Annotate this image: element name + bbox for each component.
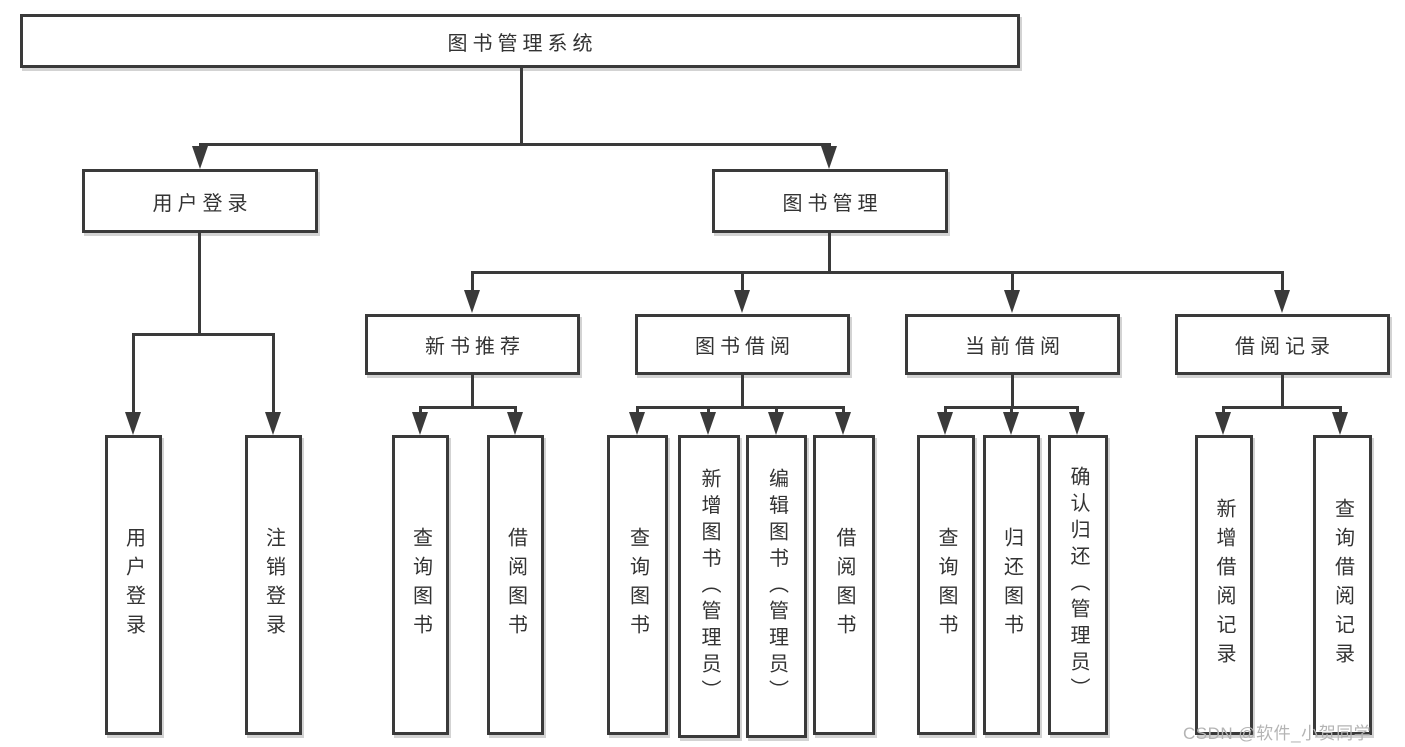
arrow-down-icon	[835, 412, 851, 435]
leaf-edit-book-admin: 编辑图书（管理员）	[746, 435, 807, 738]
node-book-borrow-label: 图书借阅	[695, 336, 795, 358]
connector-line	[1222, 406, 1225, 414]
connector-line	[775, 406, 778, 414]
leaf-query-books-rec: 查询图书	[392, 435, 449, 735]
leaf-query-books-borrow: 查询图书	[607, 435, 668, 735]
connector-line	[1281, 375, 1284, 409]
node-borrow-records: 借阅记录	[1175, 314, 1390, 375]
arrow-down-icon	[507, 412, 523, 435]
node-current-borrow: 当前借阅	[905, 314, 1120, 375]
leaf-label: 借阅图书	[504, 527, 527, 643]
leaf-user-login: 用户登录	[105, 435, 162, 735]
leaf-label: 查询图书	[409, 527, 432, 643]
arrow-down-icon	[412, 412, 428, 435]
leaf-return-books: 归还图书	[983, 435, 1040, 735]
arrow-down-icon	[700, 412, 716, 435]
leaf-label: 归还图书	[1000, 527, 1023, 643]
leaf-label: 查询图书	[935, 527, 957, 643]
arrow-down-icon	[937, 412, 953, 435]
leaf-logout: 注销登录	[245, 435, 302, 735]
leaf-add-book-admin: 新增图书（管理员）	[678, 435, 740, 738]
leaf-query-borrow-record: 查询借阅记录	[1313, 435, 1372, 735]
connector-line	[636, 406, 639, 414]
connector-line	[707, 406, 710, 414]
connector-line	[1076, 406, 1079, 414]
arrow-down-icon	[1069, 412, 1085, 435]
node-book-mgmt-label: 图书管理	[782, 192, 883, 215]
leaf-label: 借阅图书	[833, 527, 855, 643]
connector-line	[741, 375, 744, 409]
connector-line	[741, 271, 744, 291]
connector-line	[1010, 406, 1013, 414]
node-current-borrow-label: 当前借阅	[965, 336, 1065, 358]
connector-line	[1011, 375, 1014, 409]
node-borrow-records-label: 借阅记录	[1235, 336, 1335, 358]
connector-line	[1281, 271, 1284, 291]
leaf-borrow-books-rec: 借阅图书	[487, 435, 544, 735]
node-book-borrow: 图书借阅	[635, 314, 850, 375]
leaf-label: 编辑图书（管理员）	[765, 467, 788, 706]
connector-line	[842, 406, 845, 414]
arrow-down-icon	[1003, 412, 1019, 435]
connector-line	[471, 271, 1284, 274]
connector-line	[828, 233, 831, 274]
node-new-book-rec: 新书推荐	[365, 314, 580, 375]
leaf-label: 查询借阅记录	[1331, 498, 1354, 672]
connector-line	[636, 406, 845, 409]
connector-line	[419, 406, 517, 409]
connector-line	[132, 333, 135, 413]
connector-line	[199, 143, 831, 146]
connector-line	[1339, 406, 1342, 414]
arrow-down-icon	[464, 290, 480, 313]
connector-line	[1011, 271, 1014, 291]
arrow-down-icon	[265, 412, 281, 435]
node-user-login-label: 用户登录	[152, 192, 253, 215]
connector-line	[272, 333, 275, 413]
connector-line	[419, 406, 422, 414]
leaf-borrow-books: 借阅图书	[813, 435, 875, 735]
leaf-label: 新增图书（管理员）	[698, 467, 720, 706]
leaf-label: 确认归还（管理员）	[1067, 466, 1089, 704]
connector-line	[1222, 406, 1342, 409]
arrow-down-icon	[1332, 412, 1348, 435]
leaf-label: 新增借阅记录	[1213, 498, 1235, 672]
arrow-down-icon	[1274, 290, 1290, 313]
connector-line	[198, 233, 201, 335]
arrow-down-icon	[821, 146, 837, 169]
arrow-down-icon	[125, 412, 141, 435]
connector-line	[132, 333, 274, 336]
leaf-label: 用户登录	[122, 527, 145, 643]
arrow-down-icon	[192, 146, 208, 169]
arrow-down-icon	[768, 412, 784, 435]
leaf-label: 查询图书	[626, 527, 649, 643]
leaf-query-books-current: 查询图书	[917, 435, 975, 735]
connector-line	[520, 68, 523, 146]
arrow-down-icon	[1215, 412, 1231, 435]
node-root: 图书管理系统	[20, 14, 1020, 68]
node-book-mgmt: 图书管理	[712, 169, 948, 233]
node-user-login: 用户登录	[82, 169, 318, 233]
csdn-watermark: CSDN @软件_小贺同学	[1183, 724, 1372, 743]
connector-line	[944, 406, 947, 414]
node-new-book-rec-label: 新书推荐	[425, 336, 525, 358]
leaf-label: 注销登录	[262, 527, 285, 643]
arrow-down-icon	[1004, 290, 1020, 313]
connector-line	[471, 375, 474, 409]
arrow-down-icon	[734, 290, 750, 313]
leaf-confirm-return-admin: 确认归还（管理员）	[1048, 435, 1108, 735]
connector-line	[514, 406, 517, 414]
leaf-add-borrow-record: 新增借阅记录	[1195, 435, 1253, 735]
node-root-label: 图书管理系统	[447, 32, 598, 55]
connector-line	[471, 271, 474, 291]
arrow-down-icon	[629, 412, 645, 435]
